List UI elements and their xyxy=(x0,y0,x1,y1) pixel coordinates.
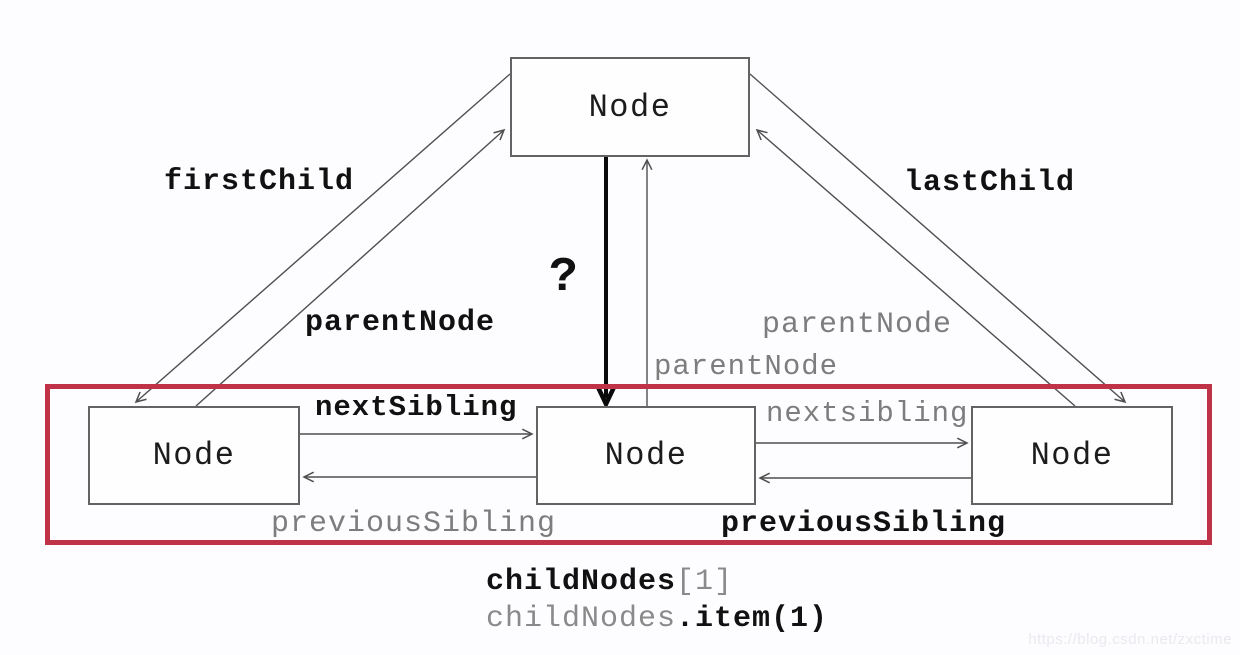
node-box-child-first: Node xyxy=(88,406,300,505)
caption-bracket-index: [1] xyxy=(676,565,734,599)
caption-childnodes-item: childNodes.item(1) xyxy=(486,604,828,634)
parent-node-right-arrow xyxy=(755,128,1076,407)
node-label: Node xyxy=(604,437,688,474)
node-label: Node xyxy=(152,437,236,474)
child-nodes-highlight-frame xyxy=(45,384,1212,545)
parent-node-right-label: parentNode xyxy=(762,308,953,342)
parent-node-left-arrow xyxy=(195,128,506,407)
node-label: Node xyxy=(1030,437,1114,474)
last-child-arrow xyxy=(749,73,1127,404)
parent-node-center-label: parentNode xyxy=(654,350,839,383)
node-box-child-last: Node xyxy=(971,406,1173,505)
first-child-label: firstChild xyxy=(164,165,355,199)
caption-childnodes-bracket: childNodes[1] xyxy=(486,567,733,597)
question-mark-label: ? xyxy=(549,251,578,305)
question-arrow-head xyxy=(594,384,618,410)
caption-childnodes-bold: childNodes xyxy=(486,565,677,599)
caption-childnodes-gray: childNodes xyxy=(486,602,677,636)
next-sibling-gray-label: nextsibling xyxy=(766,397,969,430)
next-sibling-bold-label: nextSibling xyxy=(315,391,518,424)
first-child-arrow xyxy=(134,73,511,404)
caption-item-call-bold: .item(1) xyxy=(676,602,829,636)
watermark-url: https://blog.csdn.net/zxctime xyxy=(1028,631,1232,648)
parent-node-left-label: parentNode xyxy=(305,306,496,340)
node-box-parent: Node xyxy=(510,57,750,157)
previous-sibling-bold-label: previousSibling xyxy=(721,507,1007,541)
last-child-label: lastChild xyxy=(904,166,1076,200)
node-label: Node xyxy=(588,88,672,126)
previous-sibling-gray-label: previousSibling xyxy=(271,507,557,541)
node-box-child-middle: Node xyxy=(536,406,756,505)
